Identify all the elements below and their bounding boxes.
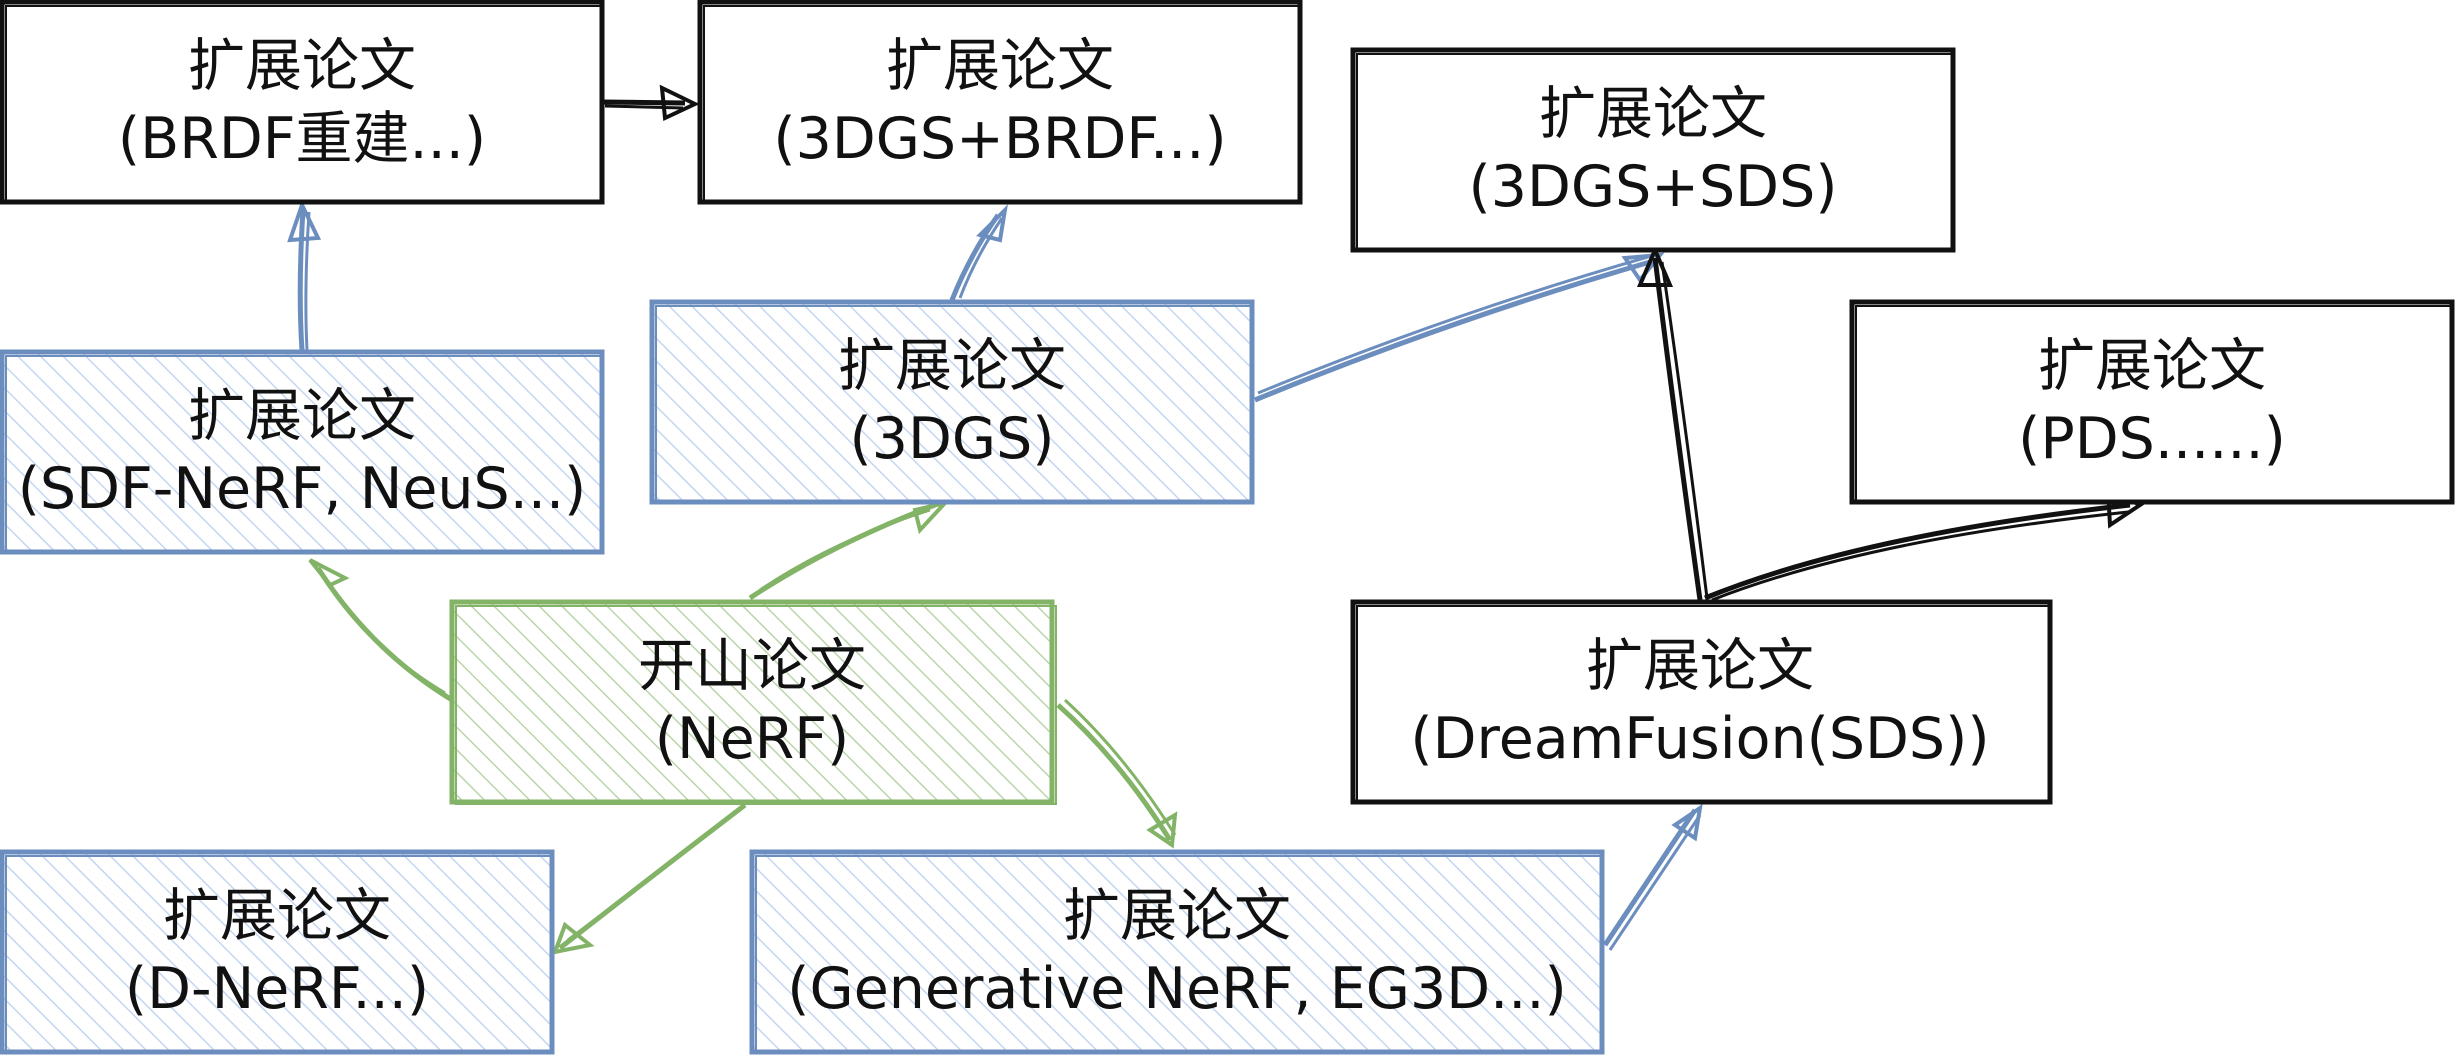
node-sdf-title: 扩展论文 — [188, 383, 416, 449]
edge-nerf-to-3dgs — [748, 499, 951, 601]
node-dnerf-subtitle: (D-NeRF...) — [125, 956, 429, 1022]
node-dreamfusion-subtitle: (DreamFusion(SDS)) — [1410, 706, 1989, 772]
edge-brdf-to-3dgsbrdf — [602, 84, 700, 122]
node-nerf-subtitle: (NeRF) — [655, 706, 850, 772]
edge-nerf-to-sdf — [308, 558, 454, 703]
node-dreamfusion-title: 扩展论文 — [1586, 633, 1814, 699]
node-3dgs[interactable]: 扩展论文 (3DGS) — [649, 299, 1255, 505]
edge-gen-to-dreamfusion — [1602, 803, 1703, 951]
node-sdf-subtitle: (SDF-NeRF, NeuS...) — [18, 456, 587, 522]
node-3dgs-title: 扩展论文 — [838, 333, 1066, 399]
edge-3dgs-to-3dgsbrdf — [949, 204, 1008, 301]
node-3dgs-brdf[interactable]: 扩展论文 (3DGS+BRDF...) — [697, 0, 1303, 205]
node-dreamfusion[interactable]: 扩展论文 (DreamFusion(SDS)) — [1350, 599, 2053, 805]
node-generative-subtitle: (Generative NeRF, EG3D...) — [787, 956, 1566, 1022]
node-dnerf-title: 扩展论文 — [163, 883, 391, 949]
node-3dgs-sds[interactable]: 扩展论文 (3DGS+SDS) — [1350, 47, 1956, 253]
edge-sdf-to-brdf — [287, 199, 322, 351]
edge-dreamfusion-to-pds — [1704, 486, 2145, 602]
node-pds-subtitle: (PDS......) — [2018, 406, 2286, 472]
node-brdf-subtitle: (BRDF重建...) — [118, 106, 486, 172]
node-pds[interactable]: 扩展论文 (PDS......) — [1849, 299, 2455, 505]
node-3dgs-sds-title: 扩展论文 — [1539, 81, 1767, 147]
node-sdf[interactable]: 扩展论文 (SDF-NeRF, NeuS...) — [0, 349, 605, 555]
node-3dgs-brdf-title: 扩展论文 — [886, 33, 1114, 99]
node-nerf-title: 开山论文 — [638, 633, 866, 699]
edge-dreamfusion-to-3dgssds — [1636, 244, 1709, 601]
edge-nerf-to-gen — [1056, 698, 1178, 849]
node-generative[interactable]: 扩展论文 (Generative NeRF, EG3D...) — [749, 849, 1605, 1055]
node-dnerf[interactable]: 扩展论文 (D-NeRF...) — [0, 849, 555, 1055]
node-3dgs-sds-subtitle: (3DGS+SDS) — [1469, 154, 1838, 220]
node-brdf[interactable]: 扩展论文 (BRDF重建...) — [0, 0, 605, 205]
node-generative-title: 扩展论文 — [1063, 883, 1291, 949]
edge-3dgs-to-3dgssds — [1254, 252, 1665, 403]
edges — [287, 84, 2145, 955]
node-pds-title: 扩展论文 — [2038, 333, 2266, 399]
edge-nerf-to-dnerf — [551, 803, 747, 955]
node-nerf[interactable]: 开山论文 (NeRF) — [449, 599, 1057, 805]
node-brdf-title: 扩展论文 — [188, 33, 416, 99]
node-3dgs-subtitle: (3DGS) — [850, 406, 1055, 472]
node-3dgs-brdf-subtitle: (3DGS+BRDF...) — [773, 106, 1226, 172]
